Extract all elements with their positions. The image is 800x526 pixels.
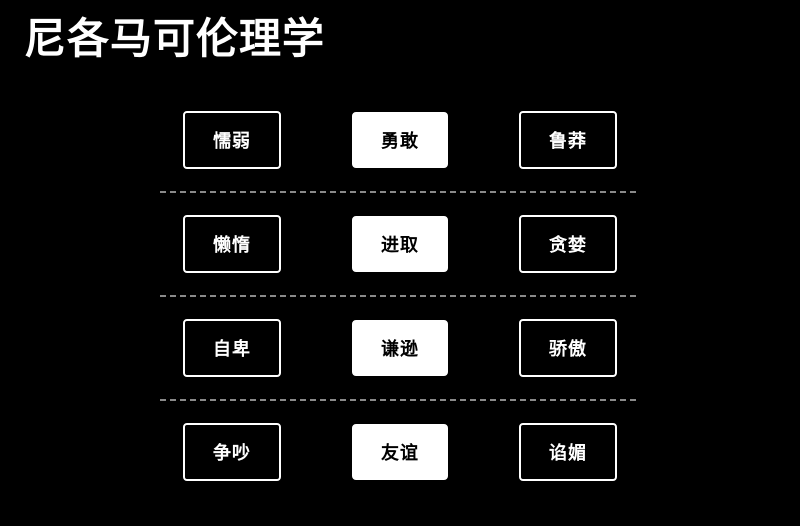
virtue-mean-box: 友谊 [352, 424, 448, 480]
virtue-mean-box: 勇敢 [352, 112, 448, 168]
excess-vice-box: 贪婪 [519, 215, 617, 273]
virtue-mean-box: 谦逊 [352, 320, 448, 376]
deficiency-vice-box: 自卑 [183, 319, 281, 377]
row-divider [160, 191, 636, 193]
excess-vice-box: 骄傲 [519, 319, 617, 377]
virtue-mean-box: 进取 [352, 216, 448, 272]
deficiency-vice-box: 懦弱 [183, 111, 281, 169]
excess-vice-box: 鲁莽 [519, 111, 617, 169]
virtue-row: 自卑 谦逊 骄傲 [0, 319, 800, 377]
row-divider [160, 399, 636, 401]
virtue-row: 争吵 友谊 谄媚 [0, 423, 800, 481]
virtue-row: 懒惰 进取 贪婪 [0, 215, 800, 273]
excess-vice-box: 谄媚 [519, 423, 617, 481]
row-divider [160, 295, 636, 297]
page-title: 尼各马可伦理学 [24, 14, 326, 63]
deficiency-vice-box: 懒惰 [183, 215, 281, 273]
virtue-row: 懦弱 勇敢 鲁莽 [0, 111, 800, 169]
deficiency-vice-box: 争吵 [183, 423, 281, 481]
